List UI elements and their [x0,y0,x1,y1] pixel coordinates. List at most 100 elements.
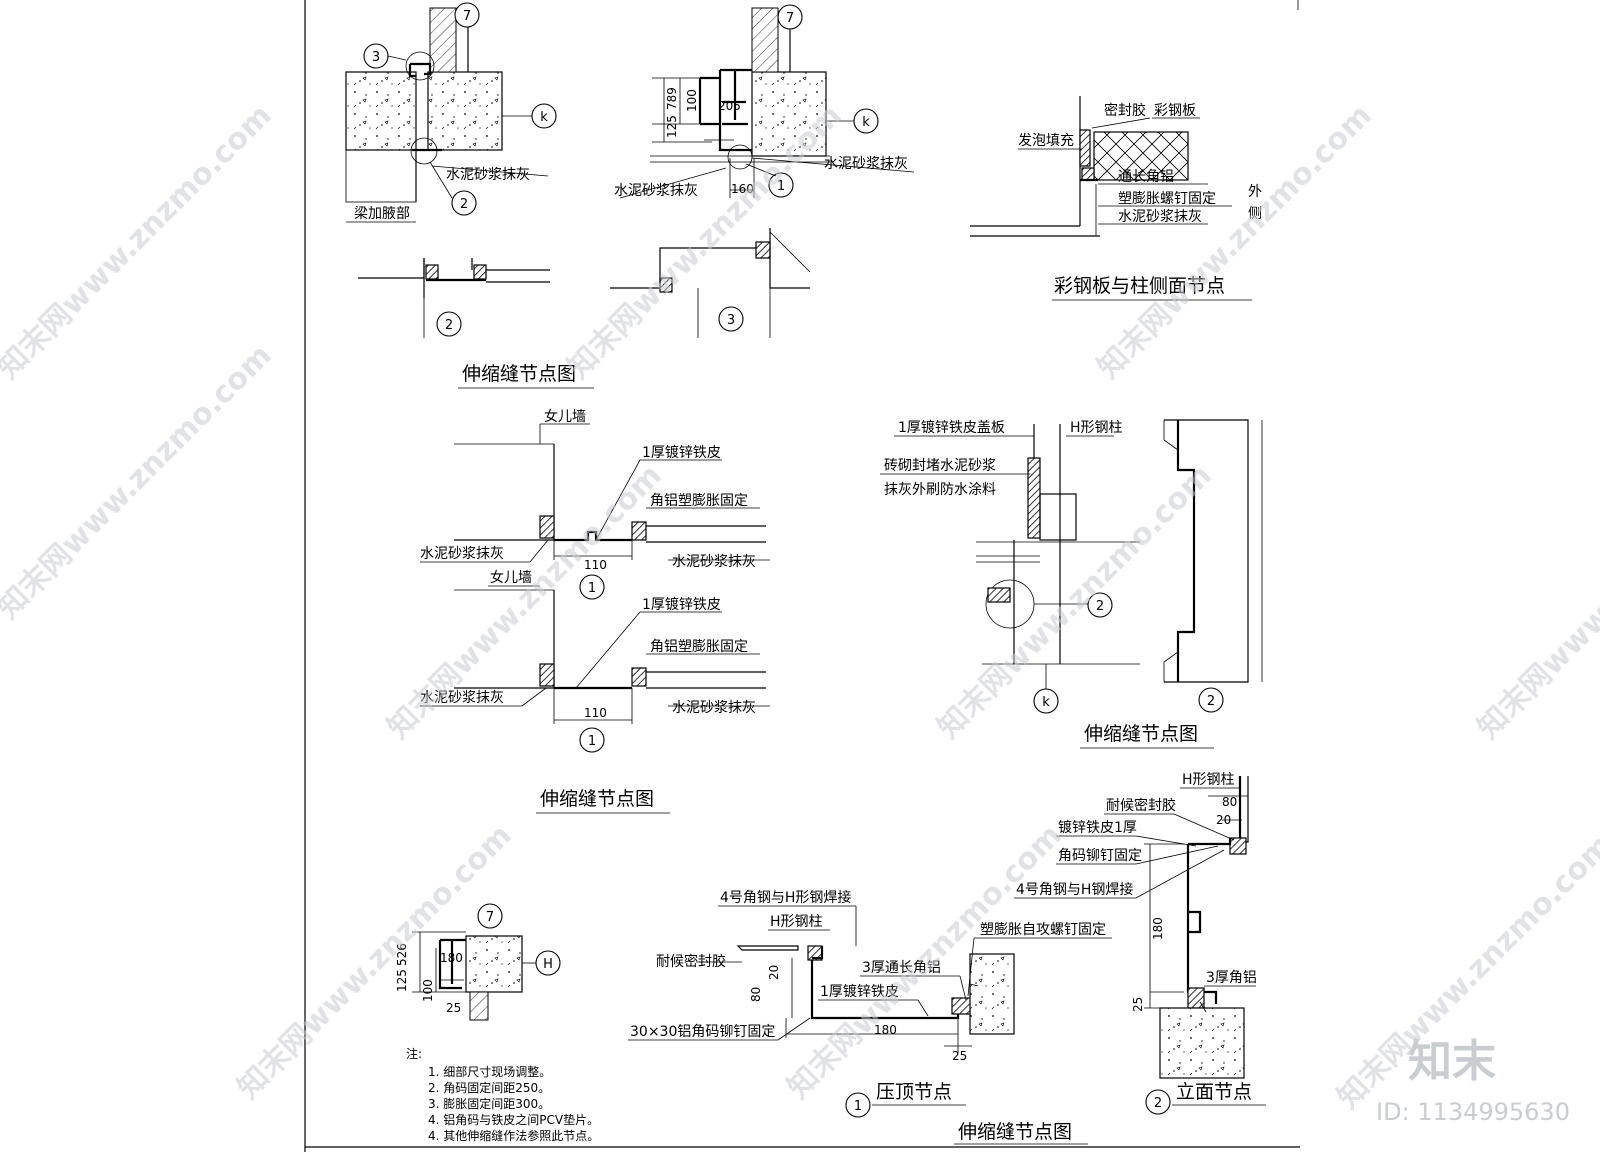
dim-110-lower: 110 [584,706,607,720]
label-hcol-d: H形钢柱 [1070,420,1123,436]
bubble-1-a [768,172,794,198]
note-5: 4. 其他伸缩缝作法参照此节点。 [428,1128,599,1143]
crimp-node-title: 压顶节点 [876,1081,952,1103]
label-cover-plate: 1厚镀锌铁皮盖板 [898,419,1005,436]
label-sealant-g: 耐候密封胶 [1106,797,1176,814]
label-outside: 外 [1248,184,1262,200]
image-id: ID: 1134995630 [1376,1098,1570,1126]
bubble-2-d-text: 2 [1096,599,1104,614]
bubble-1-c-upper [579,574,605,600]
brand-logo: 知末 [1408,1036,1496,1087]
label-fix-2: 角铝塑膨胀固定 [650,638,748,655]
bubble-7-b-text: 7 [786,11,794,26]
bubble-2-g [1145,1089,1171,1115]
label-plaster-left-2: 水泥砂浆抹灰 [420,690,504,706]
panel-b-title: 彩钢板与柱侧面节点 [1054,275,1225,297]
watermark-2: 知末网www.znzmo.com [0,338,279,626]
label-angle3-g: 3厚角铝 [1206,970,1257,986]
label-weld-g: 4号角钢与H钢焊接 [1016,881,1133,898]
bubble-7-b [777,4,803,30]
bubble-3-b [718,306,744,332]
label-rivet-f: 30×30铝角码铆钉固定 [630,1024,775,1040]
label-angle-b: 通长角铝 [1118,169,1174,185]
bubble-2-b-text: 2 [445,318,453,333]
label-hcol-g: H形钢柱 [1182,772,1235,788]
bubble-7-a-text: 7 [463,9,471,24]
label-foam-fill: 发泡填充 [1018,133,1074,149]
label-parapet-2: 女儿墙 [490,569,532,586]
dim-110-upper: 110 [584,558,607,572]
label-expand-f: 塑膨胀自攻螺钉固定 [980,921,1106,938]
dim-e-180: 180 [440,951,463,965]
watermark-10: 知末网www.znzmo.com [1331,828,1600,1116]
dim-e-125: 125 [395,969,409,992]
panel-a-expansion-joint: 7 3 k 2 水泥砂浆抹灰 梁加腋部 2 125 7 [345,2,915,389]
watermark-7: 知末网www.znzmo.com [1471,458,1600,746]
bubble-2-b [436,311,462,337]
panel-c-title: 伸缩缝节点图 [540,788,654,810]
watermark-6: 知末网www.znzmo.com [931,458,1219,746]
label-fix-1: 角铝塑膨胀固定 [650,492,748,509]
note-2: 2. 角码固定间距250。 [428,1080,550,1095]
label-bolt-b: 塑膨胀螺钉固定 [1118,190,1216,207]
bubble-2-d-profile [1198,687,1224,713]
bubble-H-e [535,950,561,976]
bubble-3-a-text: 3 [372,50,380,65]
label-angle-weld: 4号角钢与H形钢焊接 [720,889,851,906]
label-sheet-g: 镀锌铁皮1厚 [1058,819,1137,836]
note-3: 3. 膨胀固定间距300。 [428,1096,550,1111]
label-parapet-1: 女儿墙 [544,408,586,425]
panel-b-steel-panel-column: 密封胶 彩钢板 发泡填充 通长角铝 塑膨胀螺钉固定 水泥砂浆抹灰 外 侧 彩钢板… [970,96,1262,301]
bubble-2-g-text: 2 [1154,1096,1162,1111]
label-angle3-f: 3厚通长角铝 [862,960,941,976]
label-sheet-1: 1厚镀锌铁皮 [642,444,721,461]
label-plaster-left-1: 水泥砂浆抹灰 [420,546,504,562]
label-beam-haunch: 梁加腋部 [354,206,410,222]
label-plaster-c: 水泥砂浆抹灰 [614,183,698,199]
panel-e-section: 125 526 180 100 25 7 H [395,903,561,1021]
label-hcol-f: H形钢柱 [770,914,823,930]
panel-d-title: 伸缩缝节点图 [1084,723,1198,745]
label-side: 侧 [1248,206,1262,222]
bubble-7-e-text: 7 [486,910,494,925]
bubble-1-c-lower [579,727,605,753]
dim-g-80: 80 [1222,795,1237,809]
bubble-k-b-text: k [862,115,870,130]
bubble-k-d [1033,688,1059,714]
watermark-1: 知末网www.znzmo.com [0,98,279,386]
panel-a-title: 伸缩缝节点图 [462,363,576,385]
bubble-7-e [477,903,503,929]
panel-f-crimp-elevation: 20 80 1 80 25 4号角钢与H形钢焊接 H形钢柱 耐候密封胶 3厚通长角… [628,772,1266,1145]
label-waterproof: 抹灰外刷防水涂料 [884,482,996,498]
bubble-7-a [454,2,480,28]
label-plaster-d: 水泥砂浆抹灰 [1118,209,1202,225]
label-plaster-right-1: 水泥砂浆抹灰 [672,554,756,570]
notes-block: 注: 1. 细部尺寸现场调整。 2. 角码固定间距250。 3. 膨胀固定间距3… [406,1046,599,1143]
dim-100: 100 [685,89,699,112]
dim-125: 125 [665,115,679,138]
dim-205: 205 [718,99,741,113]
bubble-H-e-text: H [543,957,553,972]
label-sheet-2: 1厚镀锌铁皮 [642,596,721,613]
label-steel-panel: 彩钢板 [1154,103,1196,119]
bubble-1-f-text: 1 [854,1099,862,1114]
note-4: 4. 铝角码与铁皮之间PCV垫片。 [428,1112,599,1127]
dim-g-25: 25 [1131,997,1145,1012]
bubble-3-b-text: 3 [727,313,735,328]
bubble-1-c-upper-text: 1 [588,581,596,596]
bubble-2-a-text: 2 [460,197,468,212]
dim-160: 160 [731,182,754,196]
dim-f-25: 25 [952,1049,967,1063]
dim-e-25: 25 [446,1001,461,1015]
dim-f-80: 80 [749,987,763,1002]
label-plaster-right-2: 水泥砂浆抹灰 [672,700,756,716]
note-1: 1. 细部尺寸现场调整。 [428,1064,551,1079]
bubble-2-d-profile-text: 2 [1207,694,1215,709]
dim-e-526: 526 [395,943,409,966]
bubble-k-d-text: k [1042,695,1050,710]
label-rivet-g: 角码铆钉固定 [1058,848,1142,864]
dim-g-20: 20 [1216,813,1231,827]
bubble-2-d [1087,592,1113,618]
label-sheet-f: 1厚镀锌铁皮 [820,983,899,1000]
label-sealant-b: 密封胶 [1104,102,1146,119]
